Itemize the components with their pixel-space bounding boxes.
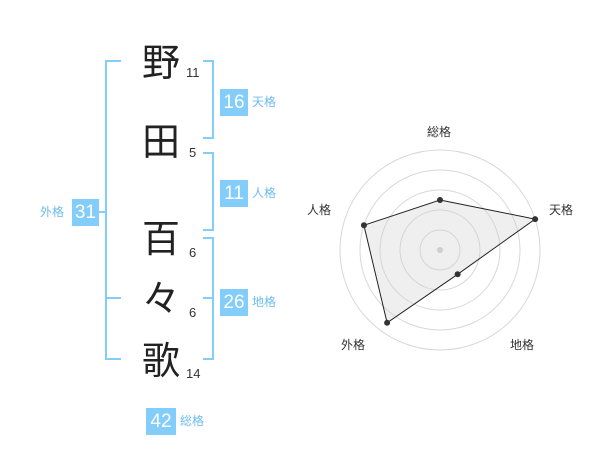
radar-label-gaikaku: 外格	[341, 338, 366, 352]
radar-ring	[399, 209, 481, 291]
radar-ring	[379, 189, 501, 311]
radar-ring	[339, 149, 541, 351]
radar-point-5	[360, 222, 367, 229]
radar-label-tenkaku: 天格	[549, 203, 574, 217]
radar-point-3	[454, 271, 461, 278]
chikaku-label: 地格	[252, 295, 277, 309]
soukaku-label: 総格	[180, 414, 205, 428]
gaikaku-value-badge: 31	[72, 199, 99, 226]
radar-point-2	[532, 216, 539, 223]
stroke-count-3: 6	[189, 245, 197, 260]
gaikaku-label: 外格	[40, 205, 65, 219]
soukaku-value-badge: 42	[146, 408, 176, 435]
radar-point-4	[384, 319, 391, 326]
stroke-count-1: 11	[186, 65, 200, 80]
outer-bracket	[105, 60, 121, 360]
radar-label-jinkaku: 人格	[307, 203, 332, 217]
radar-label-soukaku: 総格	[427, 125, 452, 139]
radar-point-1	[437, 197, 443, 203]
jinkaku-value-badge: 11	[220, 180, 248, 207]
name-char-3: 百	[141, 217, 180, 261]
name-char-2: 田	[141, 120, 180, 164]
radar-area	[363, 199, 537, 324]
jinkaku-label: 人格	[252, 186, 277, 200]
stroke-count-4: 6	[189, 305, 197, 320]
radar-ring	[359, 169, 521, 331]
stroke-count-2: 5	[189, 145, 197, 160]
tenkaku-label: 天格	[252, 95, 277, 109]
radar-chart	[339, 149, 541, 351]
tenkaku-bracket	[203, 60, 214, 139]
name-char-4: 々	[141, 277, 180, 321]
chikaku-value-badge: 26	[220, 289, 248, 316]
radar-ring	[419, 229, 461, 271]
radar-label-chikaku: 地格	[510, 338, 535, 352]
stroke-count-5: 14	[186, 366, 201, 381]
tenkaku-value-badge: 16	[220, 89, 248, 116]
radar-center	[437, 247, 443, 253]
jinkaku-bracket	[203, 152, 214, 231]
name-char-1: 野	[141, 41, 180, 85]
name-char-5: 歌	[141, 339, 180, 383]
